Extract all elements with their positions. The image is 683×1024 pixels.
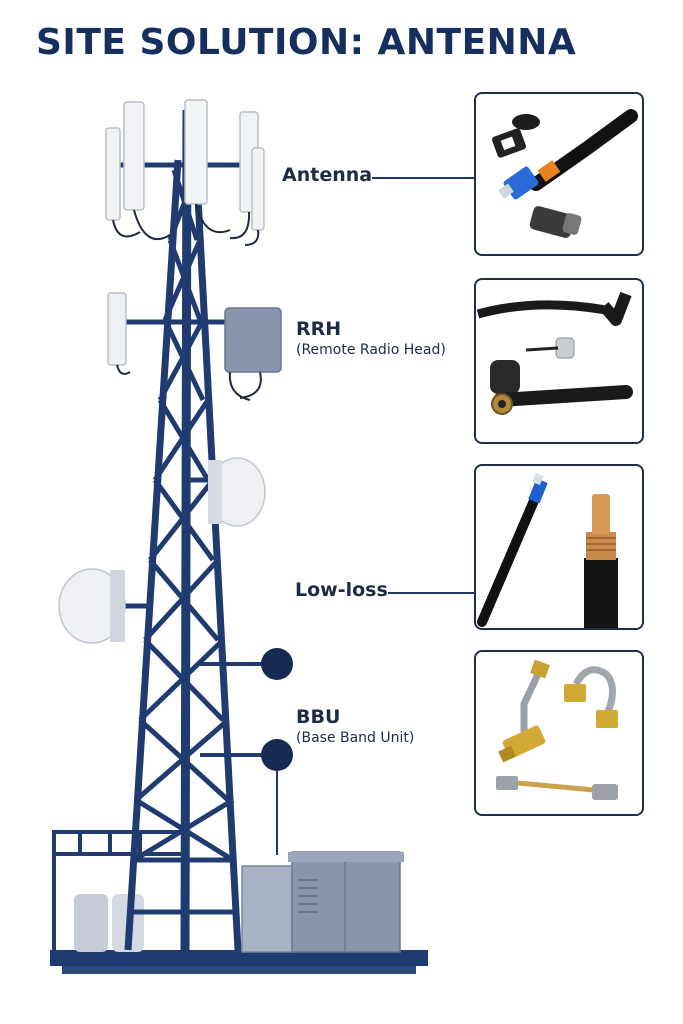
rf-cable-connector-panel [474, 278, 644, 444]
low-loss-cable-panel [474, 464, 644, 630]
rrh-side-antenna [107, 292, 127, 366]
brass-adapter-image [496, 659, 618, 800]
brass-adapter-panel [474, 650, 644, 816]
microwave-dish-2 [58, 568, 126, 644]
bbu-label-full: (Base Band Unit) [296, 730, 415, 746]
fiber-connector-panel [474, 92, 644, 256]
antenna-label-text: Antenna [282, 164, 373, 186]
low-loss-cable-image [477, 472, 618, 628]
storage-tank-1 [74, 894, 108, 952]
antenna-cables [112, 203, 260, 246]
antenna-label: Antenna [282, 164, 372, 186]
rrh-label: RRH (Remote Radio Head) [296, 318, 446, 358]
bbu-connectors [200, 648, 293, 855]
rrh-label-full: (Remote Radio Head) [296, 342, 446, 358]
equipment-cabinet [241, 851, 404, 953]
microwave-dish-1 [208, 457, 266, 527]
tower-foundation [50, 950, 428, 966]
platform-railing [52, 830, 185, 950]
lowloss-label: Low-loss [295, 579, 388, 601]
fiber-connector-image [491, 109, 638, 238]
top-antenna-array [105, 99, 265, 231]
rrh-label-text: RRH [296, 318, 342, 340]
bbu-label: BBU (Base Band Unit) [296, 706, 414, 746]
lowloss-leader-line [388, 592, 474, 594]
rf-cable-connector-image [476, 291, 633, 415]
bbu-label-text: BBU [296, 706, 341, 728]
rrh-unit [224, 307, 282, 373]
lowloss-label-text: Low-loss [295, 579, 388, 601]
antenna-leader-line [372, 177, 474, 179]
page-title: SITE SOLUTION: ANTENNA [36, 22, 577, 63]
